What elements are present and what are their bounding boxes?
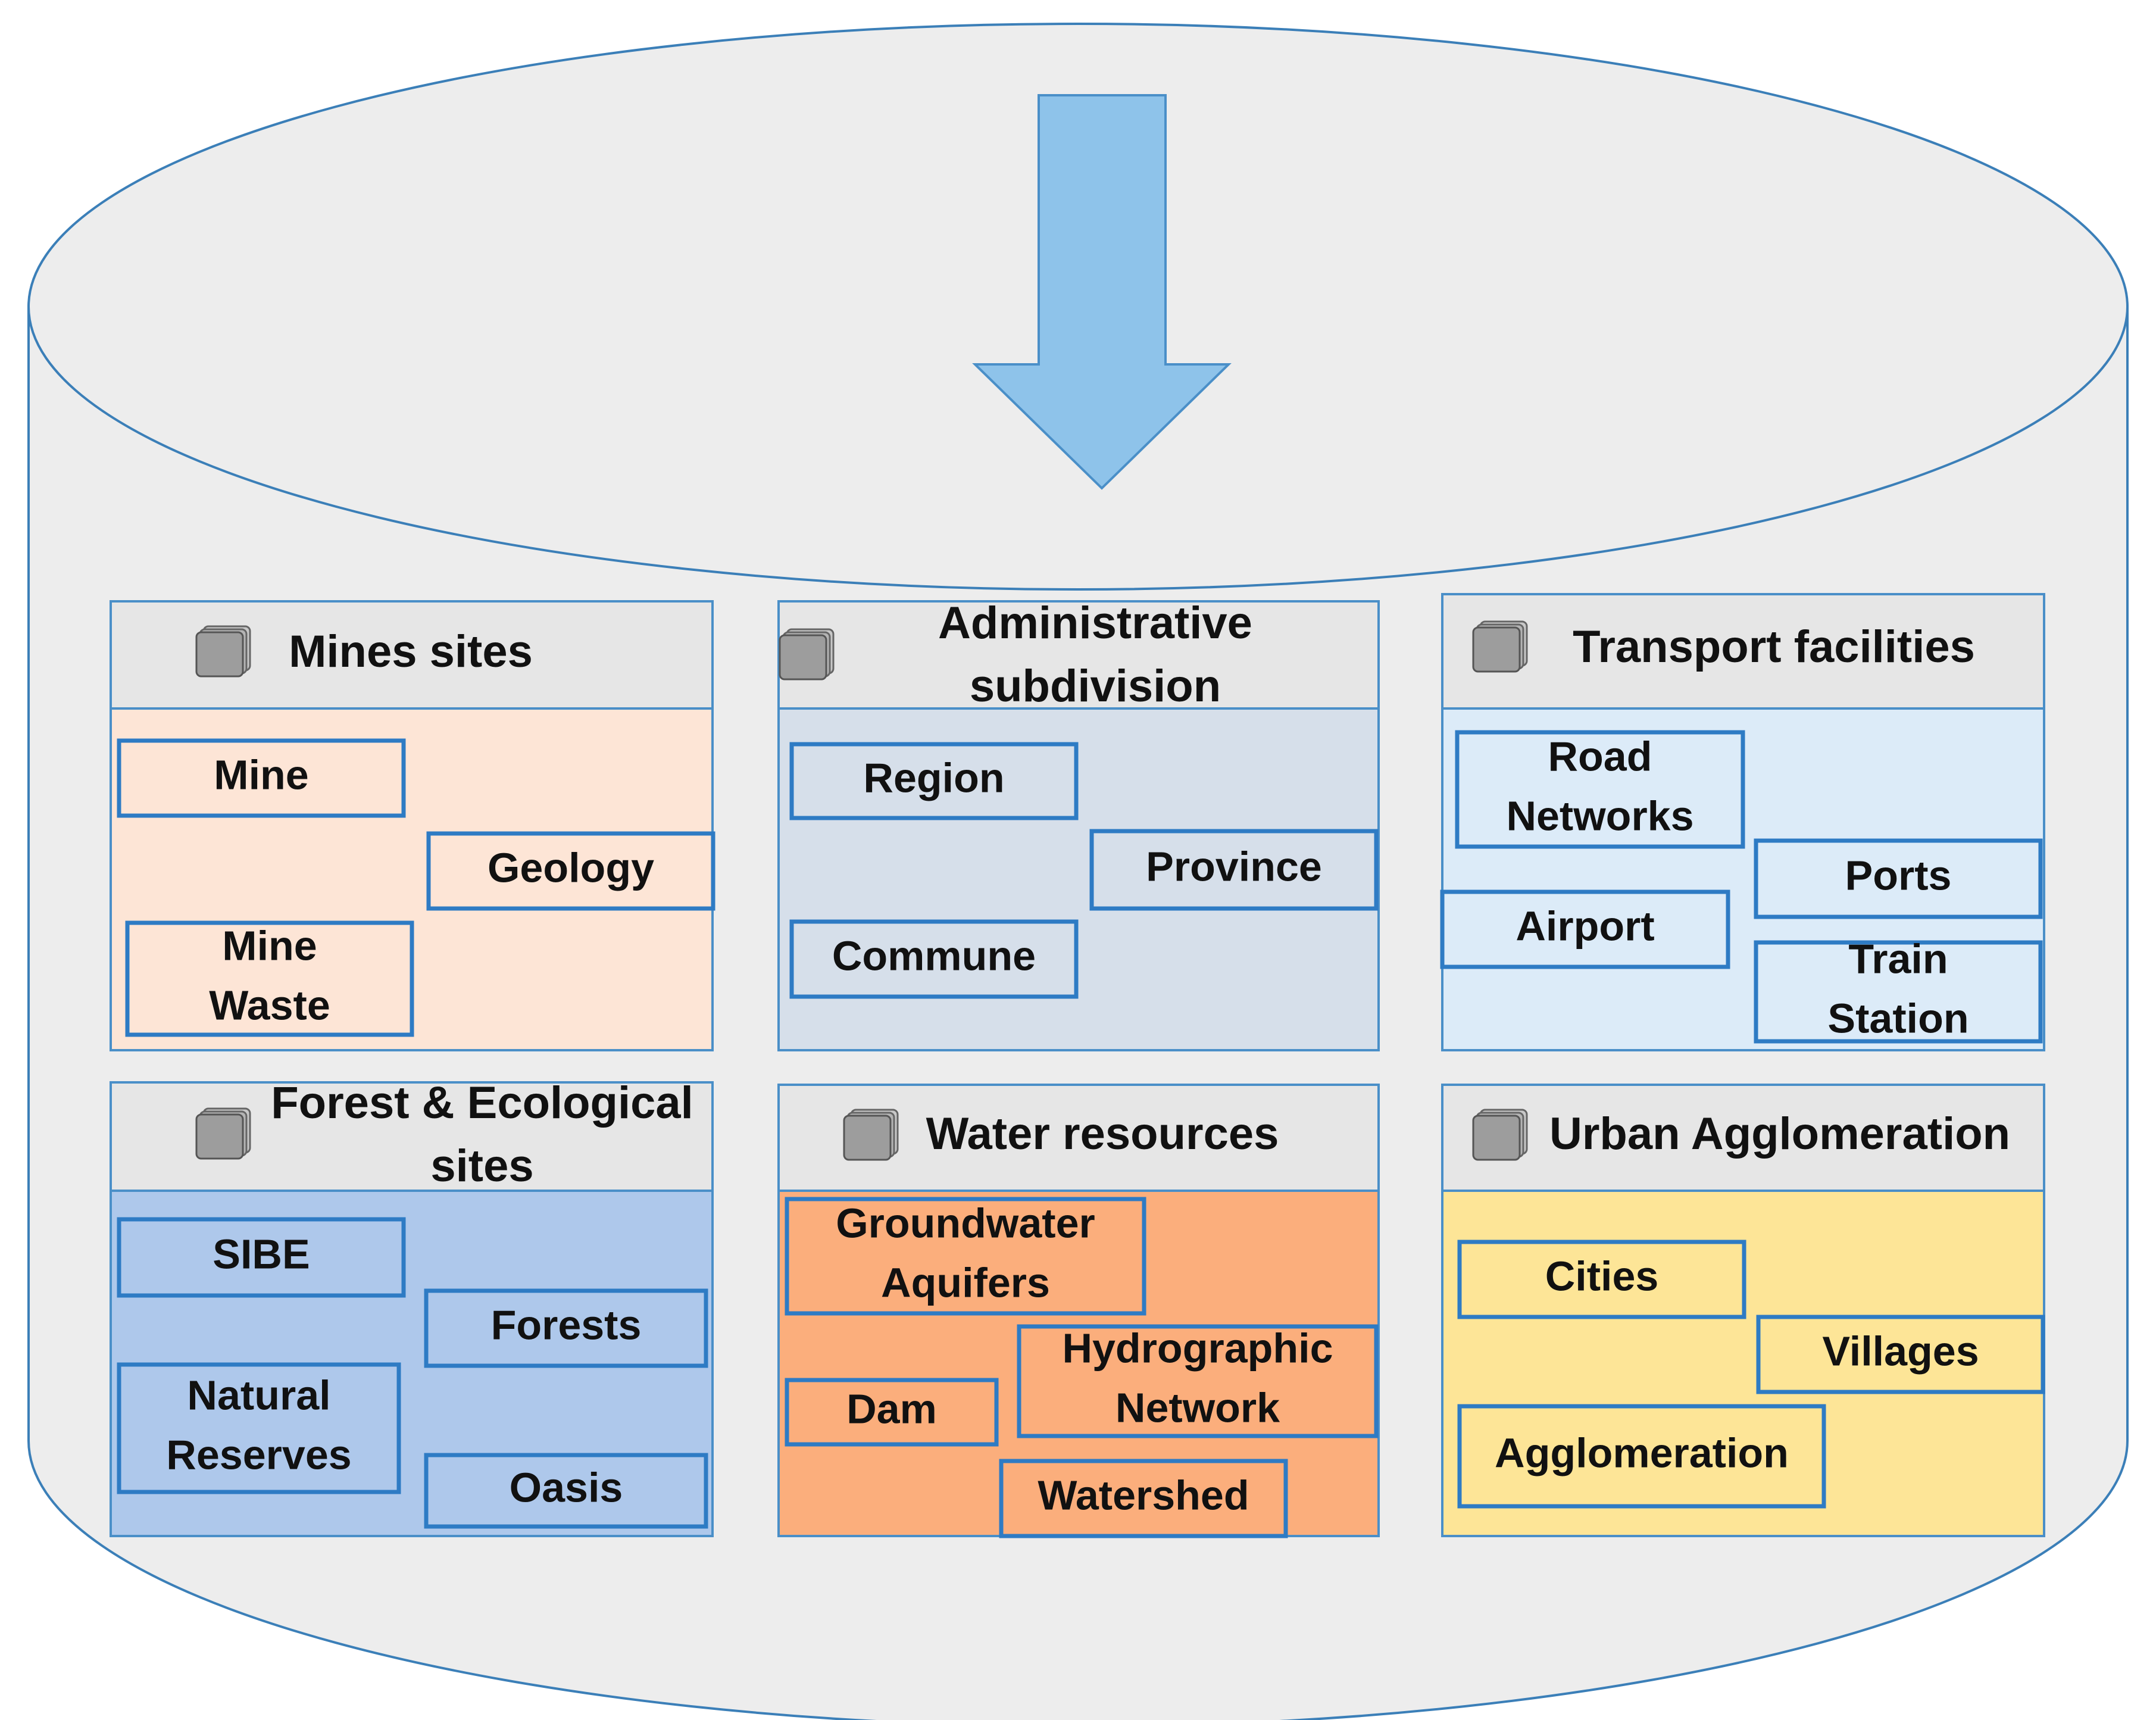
- item-box: [424, 1453, 708, 1529]
- panel-title-line-1: Forest & Ecological: [271, 1078, 693, 1128]
- item-label: Airport: [1516, 903, 1654, 949]
- panel-title: Transport facilities: [1573, 622, 1975, 672]
- panel-administrative-subdivision: Administrative subdivisionRegionProvinceC…: [777, 598, 1380, 1051]
- item-mine: Mine: [117, 738, 406, 818]
- down-arrow: [972, 94, 1232, 490]
- item-box: [785, 1378, 999, 1447]
- item-province: Province: [1089, 829, 1379, 911]
- item-dam: Dam: [785, 1378, 999, 1447]
- item-box: [117, 1217, 406, 1298]
- item-label: Dam: [846, 1385, 937, 1432]
- database-icon: [1472, 620, 1528, 673]
- item-box: [1017, 1324, 1379, 1438]
- item-label-line-2: Network: [1116, 1384, 1280, 1431]
- panel-header: [1441, 593, 2045, 710]
- item-label: Watershed: [1038, 1472, 1249, 1518]
- item-label: Ports: [1845, 852, 1952, 898]
- item-label-line-1: Mine: [222, 922, 317, 969]
- item-cities: Cities: [1457, 1240, 1746, 1319]
- item-commune: Commune: [789, 919, 1079, 999]
- database-icon: [843, 1109, 899, 1161]
- item-box: [426, 831, 715, 911]
- item-label: SIBE: [213, 1231, 310, 1277]
- panel-title: Water resources: [926, 1109, 1279, 1159]
- panel-title: Urban Agglomeration: [1549, 1109, 2010, 1159]
- item-label-line-1: Road: [1548, 733, 1652, 779]
- item-label: Region: [863, 754, 1004, 801]
- item-sibe: SIBE: [117, 1217, 406, 1298]
- item-watershed: Watershed: [999, 1459, 1288, 1538]
- item-box: [117, 738, 406, 818]
- panels-layer: Mines sitesMineGeologyMineWasteAdministr…: [110, 593, 2045, 1538]
- item-box: [1754, 838, 2043, 919]
- item-agglomeration: Agglomeration: [1457, 1404, 1826, 1509]
- database-icon: [195, 625, 251, 678]
- item-geology: Geology: [426, 831, 715, 911]
- item-airport: Airport: [1440, 889, 1730, 969]
- item-oasis: Oasis: [424, 1453, 708, 1529]
- item-box: [424, 1288, 708, 1368]
- item-box: [1440, 889, 1730, 969]
- panel-title-line-2: subdivision: [970, 661, 1221, 711]
- item-box: [789, 742, 1079, 820]
- item-label: Oasis: [510, 1464, 623, 1510]
- item-box: [785, 1197, 1146, 1316]
- item-label-line-2: Networks: [1506, 792, 1693, 839]
- item-box: [1455, 730, 1745, 849]
- panel-water-resources: Water resourcesGroundwaterAquifersHydrog…: [777, 1084, 1380, 1538]
- database-icon: [1472, 1109, 1528, 1161]
- item-label: Geology: [488, 844, 654, 891]
- item-box: [117, 1362, 401, 1494]
- item-box: [125, 920, 414, 1037]
- item-box: [1457, 1240, 1746, 1319]
- item-box: [1457, 1404, 1826, 1509]
- panel-title: Mines sites: [289, 626, 533, 677]
- item-label-line-1: Hydrographic: [1062, 1325, 1333, 1371]
- item-villages: Villages: [1756, 1315, 2045, 1394]
- item-ports: Ports: [1754, 838, 2043, 919]
- item-label: Villages: [1822, 1328, 1979, 1374]
- panel-transport-facilities: Transport facilitiesRoadNetworksPortsAir…: [1440, 593, 2045, 1051]
- item-label-line-1: Train: [1848, 935, 1948, 982]
- panel-urban-agglomeration: Urban AgglomerationCitiesVillagesAgglome…: [1441, 1084, 2045, 1537]
- item-label-line-2: Reserves: [166, 1431, 351, 1478]
- item-label: Mine: [214, 751, 308, 798]
- item-label-line-2: Aquifers: [881, 1259, 1050, 1306]
- item-label-line-1: Groundwater: [836, 1200, 1095, 1246]
- item-label: Province: [1146, 843, 1322, 889]
- panel-title-line-2: sites: [430, 1141, 533, 1191]
- item-label-line-2: Station: [1827, 995, 1968, 1041]
- item-label: Cities: [1545, 1253, 1659, 1299]
- item-label: Forests: [491, 1301, 642, 1348]
- item-box: [1756, 1315, 2045, 1394]
- panel-header: [110, 600, 714, 710]
- panel-body: [777, 707, 1380, 1051]
- panel-header: [777, 600, 1380, 710]
- item-label-line-2: Waste: [209, 982, 330, 1028]
- panel-header: [1441, 1084, 2045, 1192]
- item-label: Commune: [832, 932, 1036, 979]
- item-forests: Forests: [424, 1288, 708, 1368]
- item-label-line-1: Natural: [187, 1372, 330, 1418]
- database-icon: [779, 628, 835, 680]
- item-box: [1754, 940, 2043, 1044]
- panel-title-line-1: Administrative: [938, 598, 1252, 648]
- database-icon: [195, 1107, 251, 1160]
- item-box: [1089, 829, 1379, 911]
- item-box: [789, 919, 1079, 999]
- item-box: [999, 1459, 1288, 1538]
- item-region: Region: [789, 742, 1079, 820]
- item-label: Agglomeration: [1495, 1429, 1789, 1476]
